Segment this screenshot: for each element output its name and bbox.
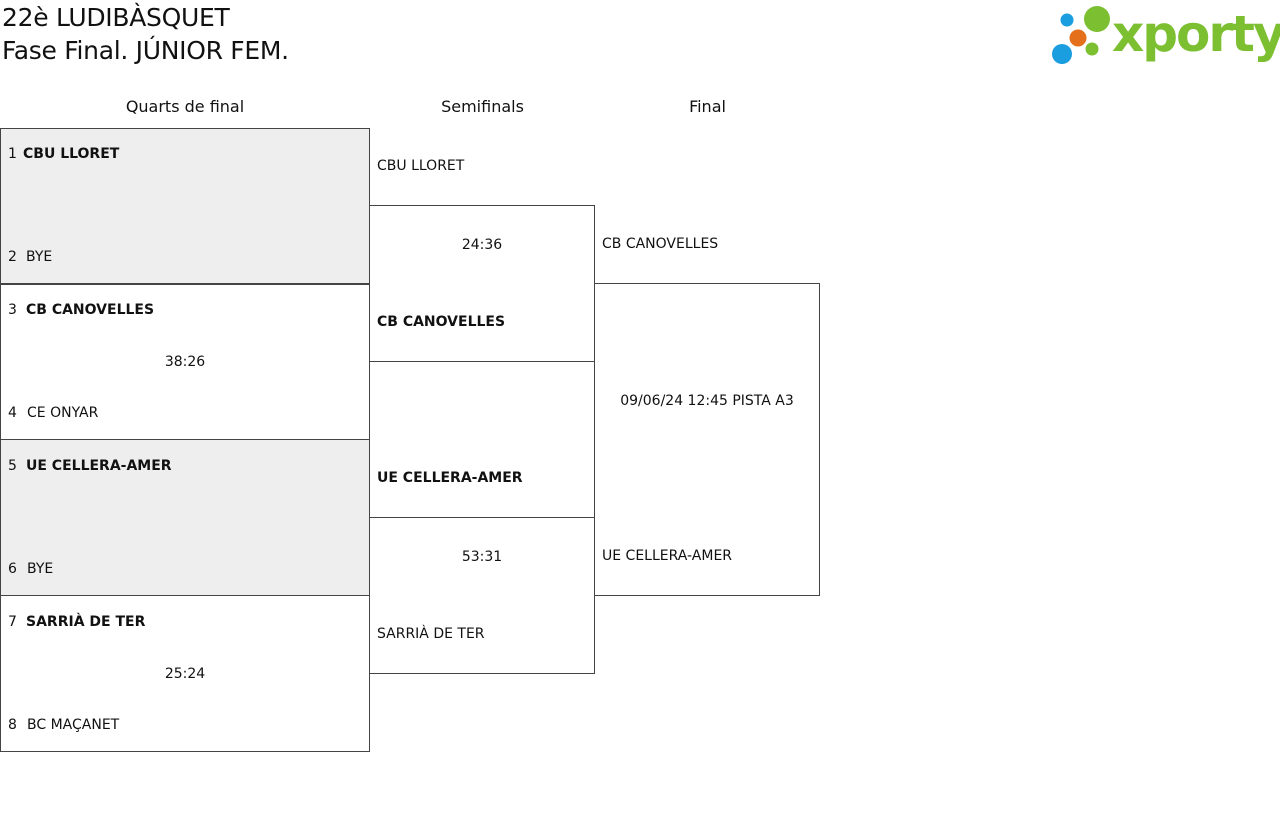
seed-number: 6: [8, 561, 17, 577]
seed-number: 5: [8, 458, 17, 474]
team-name: UE CELLERA-AMER: [602, 548, 733, 564]
seed-number: 7: [8, 614, 17, 630]
team-name: BYE: [26, 249, 53, 265]
quarterfinal-match-1[interactable]: [0, 128, 370, 285]
team-name: BYE: [27, 561, 54, 577]
team-name: CBU LLORET: [377, 158, 465, 174]
column-header-final: Final: [689, 97, 726, 116]
seed-number: 4: [8, 405, 17, 421]
team-name: CB CANOVELLES: [26, 302, 155, 318]
match-score: 25:24: [164, 666, 206, 682]
seed-number: 2: [8, 249, 17, 265]
final-match[interactable]: [594, 283, 820, 596]
team-name: CE ONYAR: [27, 405, 99, 421]
match-score: 24:36: [461, 237, 503, 253]
column-header-quarterfinals: Quarts de final: [125, 97, 245, 116]
seed-number: 1: [8, 146, 17, 162]
page-title: 22è LUDIBÀSQUET: [2, 3, 230, 32]
quarterfinal-match-3[interactable]: [0, 439, 370, 596]
semifinal-match-1[interactable]: [369, 205, 595, 362]
team-name: SARRIÀ DE TER: [377, 626, 485, 642]
match-score: 38:26: [164, 354, 206, 370]
seed-number: 8: [8, 717, 17, 733]
team-name: UE CELLERA-AMER: [377, 470, 523, 486]
column-header-semifinals: Semifinals: [441, 97, 524, 116]
logo-dots-icon: [1052, 6, 1110, 64]
team-name: CB CANOVELLES: [377, 314, 506, 330]
match-schedule: 09/06/24 12:45 PISTA A3: [620, 393, 794, 409]
page-subtitle: Fase Final. JÚNIOR FEM.: [2, 36, 289, 65]
match-score: 53:31: [461, 549, 503, 565]
team-name: BC MAÇANET: [27, 717, 120, 733]
team-name: CB CANOVELLES: [602, 236, 719, 252]
seed-number: 3: [8, 302, 17, 318]
logo-wordmark: xporty: [1112, 5, 1280, 63]
semifinal-match-2[interactable]: [369, 517, 595, 674]
team-name: SARRIÀ DE TER: [26, 614, 146, 630]
team-name: UE CELLERA-AMER: [26, 458, 172, 474]
team-name: CBU LLORET: [23, 146, 120, 162]
xporty-logo[interactable]: xporty: [1052, 4, 1280, 68]
